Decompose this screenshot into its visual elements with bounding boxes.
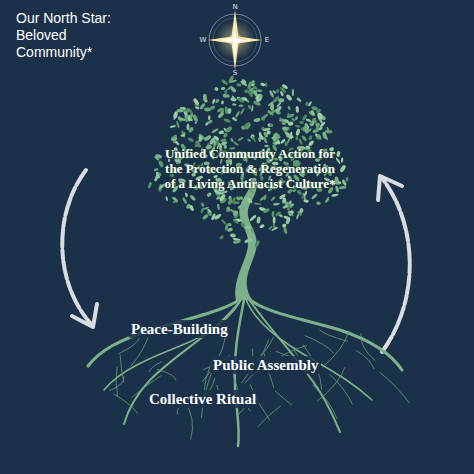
root-label: Public Assembly	[210, 356, 321, 374]
compass-letter: W	[200, 36, 207, 44]
compass	[208, 10, 262, 70]
root-label: Peace-Building	[128, 320, 231, 338]
cycle-arrows	[62, 170, 409, 352]
root-label: Collective Ritual	[146, 390, 259, 408]
canopy-leaves	[147, 75, 349, 248]
compass-letter: N	[232, 3, 237, 11]
canopy-text: Unified Community Action for the Protect…	[162, 146, 338, 191]
compass-letter: S	[233, 69, 237, 77]
compass-letter: E	[265, 36, 269, 44]
roots	[88, 296, 402, 446]
title: Our North Star: Beloved Community*	[16, 10, 128, 61]
